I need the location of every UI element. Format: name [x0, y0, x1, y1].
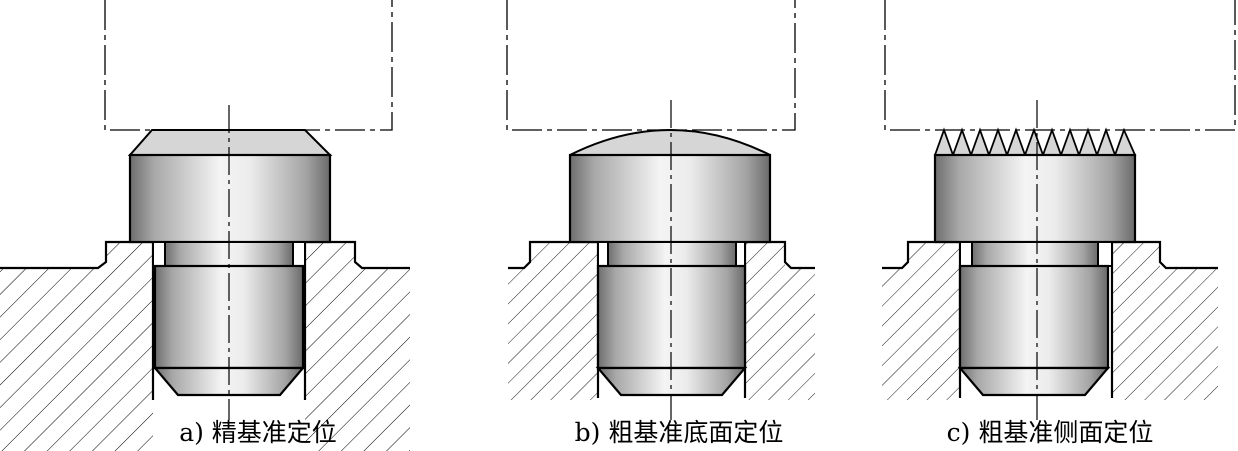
domed-top-icon — [569, 129, 771, 156]
pin-head-a — [128, 153, 332, 244]
pin-neck-b — [607, 241, 737, 267]
panel-b-rough-datum-bottom — [506, 0, 815, 420]
panel-a-fine-datum — [0, 0, 410, 451]
base-block-b — [508, 240, 815, 400]
caption-b: b) 粗基准底面定位 — [575, 418, 784, 447]
panel-c-rough-datum-side — [882, 0, 1236, 420]
locator-block-c — [884, 0, 1236, 131]
pin-shank-c — [958, 264, 1110, 370]
caption-a: a) 精基准定位 — [179, 418, 337, 447]
flat-chamfered-top-icon — [127, 129, 333, 156]
pin-tip-c — [957, 366, 1111, 397]
pin-neck-c — [971, 241, 1099, 267]
base-block-a — [0, 240, 410, 451]
pin-head-c — [933, 153, 1137, 244]
pin-head-b — [568, 153, 772, 244]
locator-block-b — [506, 0, 796, 131]
pin-tip-b — [595, 366, 748, 397]
caption-c: c) 粗基准侧面定位 — [947, 418, 1154, 447]
locator-block-a — [104, 0, 393, 131]
base-block-c — [882, 240, 1218, 400]
serrated-teeth-top-icon — [933, 127, 1137, 158]
